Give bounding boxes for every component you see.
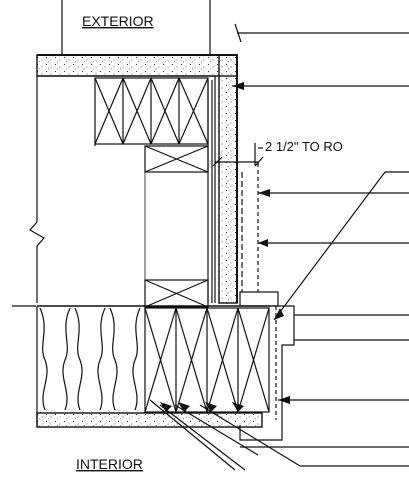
bottom-sheathing — [36, 412, 263, 428]
sill-blocking-upper — [144, 145, 209, 173]
arrow-icon — [205, 402, 217, 412]
dimension-label: 2 1/2" TO RO — [265, 139, 343, 154]
arrow-icon — [278, 396, 290, 404]
right-sheathing — [218, 54, 238, 304]
exterior-label: EXTERIOR — [82, 13, 154, 29]
top-sheathing — [36, 54, 238, 77]
arrow-icon — [232, 82, 244, 90]
wall-assembly — [12, 0, 409, 471]
arrowheads — [160, 82, 290, 412]
batt-insulation — [39, 307, 71, 411]
arrow-icon — [178, 402, 190, 412]
interior-label: INTERIOR — [76, 456, 143, 472]
arrow-icon — [258, 239, 268, 247]
arrow-icon — [160, 402, 172, 412]
arrow-icon — [232, 402, 244, 412]
arrow-icon — [258, 189, 270, 197]
window-frame — [239, 305, 295, 441]
window-sill — [239, 291, 279, 307]
arrow-icon — [274, 308, 284, 320]
sill-blocking-lower — [144, 279, 209, 308]
